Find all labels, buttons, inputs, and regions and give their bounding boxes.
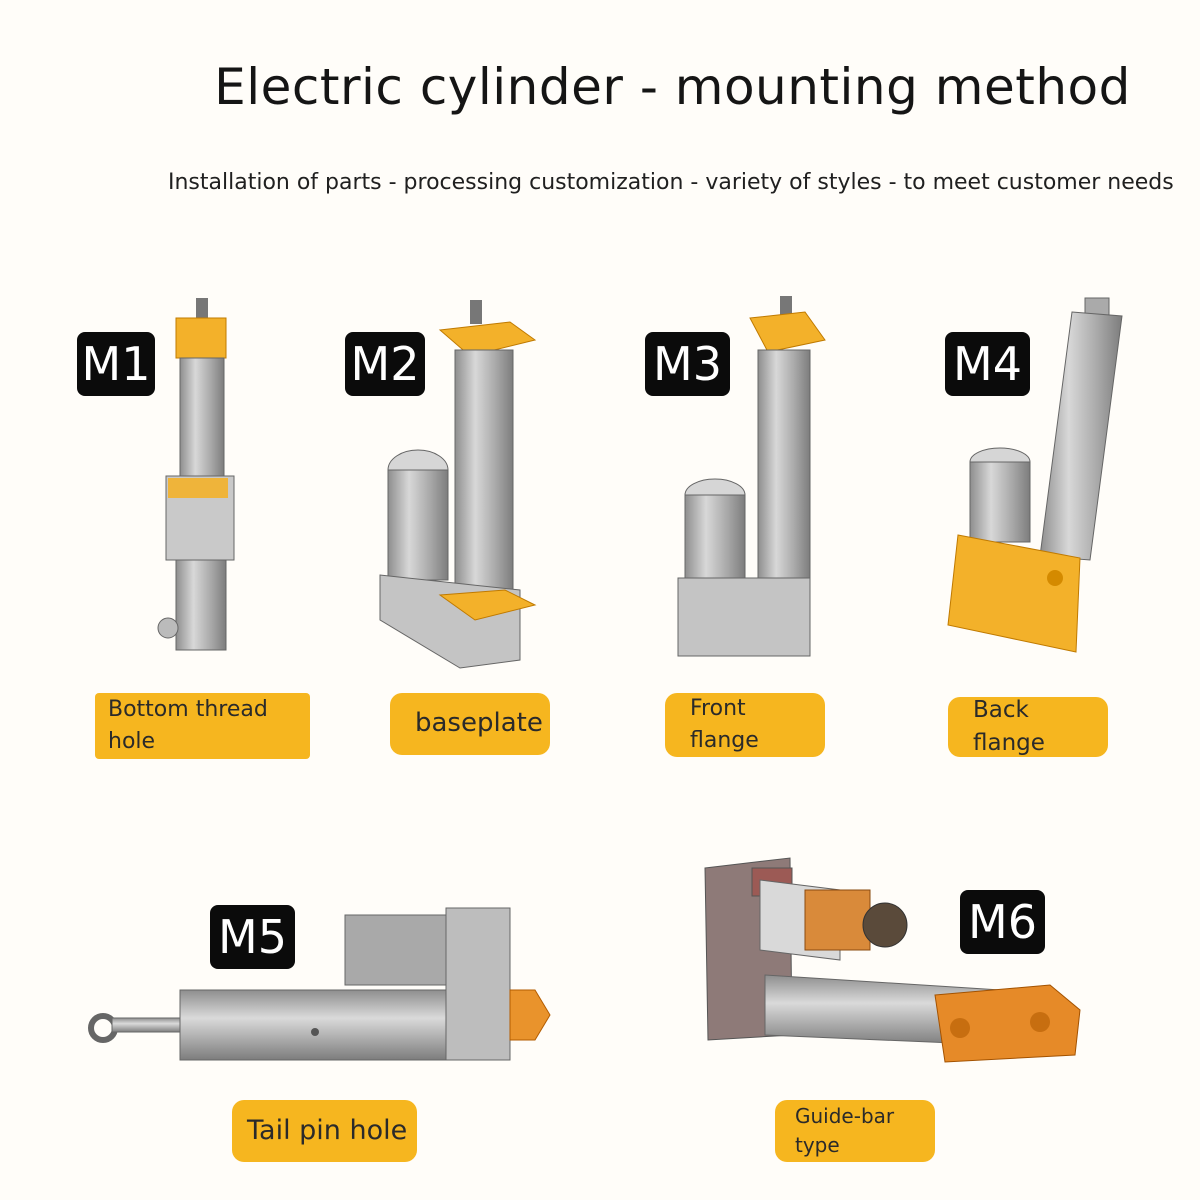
page-title: Electric cylinder - mounting method (214, 58, 1131, 116)
m5-badge: M5 (210, 905, 295, 969)
m4-cylinder-image (947, 297, 1123, 653)
m1-badge: M1 (77, 332, 155, 396)
m2-badge: M2 (345, 332, 425, 396)
m3-label: Front flange (665, 693, 825, 757)
m1-label: Bottom thread hole (95, 693, 310, 759)
page-subtitle: Installation of parts - processing custo… (168, 170, 1174, 195)
m4-label: Back flange (948, 697, 1108, 757)
m4-badge: M4 (945, 332, 1030, 396)
m5-cylinder-image (88, 907, 551, 1061)
m2-cylinder-image (379, 300, 537, 669)
m6-cylinder-image (704, 857, 1081, 1063)
m2-label: baseplate (390, 693, 550, 755)
m5-label: Tail pin hole (232, 1100, 417, 1162)
m6-badge: M6 (960, 890, 1045, 954)
m3-badge: M3 (645, 332, 730, 396)
m6-label: Guide-bar type (775, 1100, 935, 1162)
m3-cylinder-image (677, 296, 826, 657)
m1-cylinder-image (157, 298, 235, 651)
